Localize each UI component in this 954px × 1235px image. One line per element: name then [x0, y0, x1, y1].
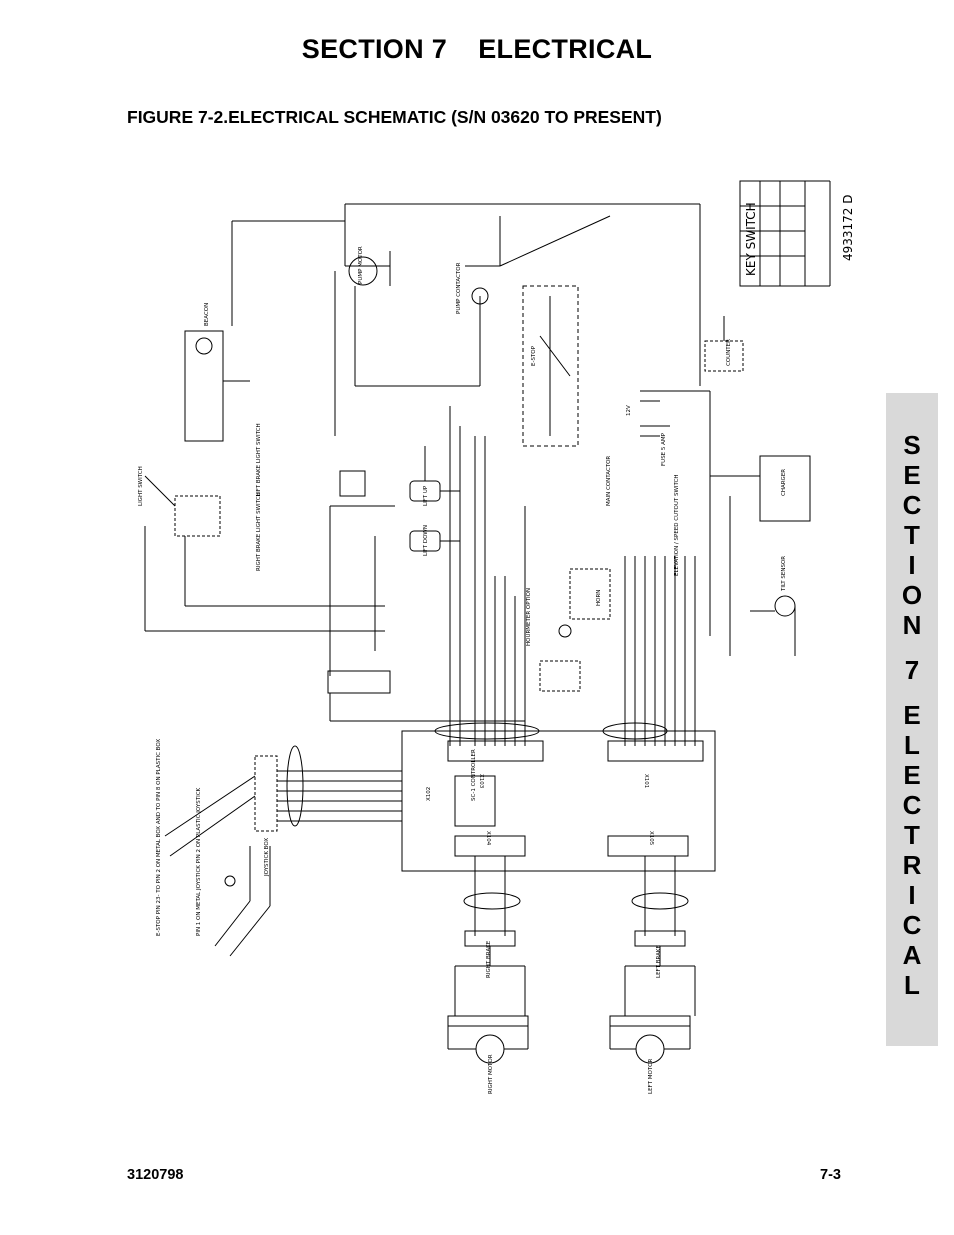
- key-switch-table: [739, 180, 831, 287]
- x103-label: X103: [478, 774, 484, 789]
- tab-letter: C: [902, 490, 922, 520]
- light-switch-label: LIGHT SWITCH: [138, 466, 144, 506]
- pin-note: PIN 1 ON METAL JOYSTICK PIN 2 ON PLASTIC…: [196, 787, 202, 936]
- tab-letter: E: [903, 700, 921, 730]
- tab-letter: A: [902, 940, 922, 970]
- pump-contactor-label: PUMP CONTACTOR: [456, 262, 462, 314]
- right-brake-label: RIGHT BRAKE: [486, 940, 492, 978]
- pump-motor-label: PUMP MOTOR: [358, 246, 364, 284]
- document-number: 3120798: [127, 1167, 184, 1183]
- lift-up-label: LIFT UP: [423, 485, 429, 506]
- horn-label: HORN: [596, 590, 602, 606]
- tab-letter: C: [902, 790, 922, 820]
- hourmeter-label: HOURMETER OPTION: [526, 588, 532, 646]
- joystick-label: JOYSTICK BOX: [264, 838, 270, 877]
- right-brake-switch-label: RIGHT BRAKE LIGHT SWITCH: [256, 492, 262, 571]
- x105-label: X105: [648, 831, 654, 846]
- left-brake-label: LEFT BRAKE: [656, 945, 662, 978]
- tab-letter: T: [904, 820, 920, 850]
- tab-letter: S: [903, 430, 921, 460]
- charger-label: CHARGER: [781, 469, 787, 496]
- drawing-number: 4933172 D: [841, 195, 855, 262]
- counter-label: COUNTER: [726, 339, 732, 366]
- beacon-label: BEACON: [204, 303, 210, 326]
- tab-letter: I: [908, 550, 916, 580]
- right-motor-label: RIGHT MOTOR: [488, 1054, 494, 1094]
- x102-label: X102: [426, 787, 432, 801]
- lift-down-label: LIFT DOWN: [423, 525, 429, 556]
- x101-label: X101: [643, 774, 649, 788]
- tab-letter: E: [903, 460, 921, 490]
- fuse-label: FUSE 5 AMP: [661, 432, 667, 466]
- x104-label: X104: [485, 831, 491, 846]
- estop-label: E-STOP: [531, 345, 537, 366]
- main-contactor-label: MAIN CONTACTOR: [606, 456, 612, 506]
- tab-letter: R: [902, 850, 922, 880]
- tab-letter: E: [903, 760, 921, 790]
- figure-title: FIGURE 7-2.ELECTRICAL SCHEMATIC (S/N 036…: [127, 107, 662, 127]
- tab-letter: N: [902, 610, 922, 640]
- tab-letter: C: [902, 910, 922, 940]
- lift-brake-switch-label: LIFT BRAKE LIGHT SWITCH: [256, 423, 262, 496]
- tilt-sensor-label: TILT SENSOR: [781, 556, 787, 592]
- page-number: 7-3: [820, 1167, 841, 1183]
- tab-letter: O: [901, 580, 923, 610]
- elevation-switch-label: ELEVATION / SPEED CUTOUT SWITCH: [674, 474, 680, 576]
- controller-label: SC-1 CONTROLLER: [471, 749, 477, 801]
- key-switch-title: KEY SWITCH: [744, 202, 758, 276]
- tab-letter: L: [904, 970, 920, 1000]
- battery-label: 12V: [626, 405, 632, 416]
- tab-letter: 7: [904, 655, 920, 685]
- wiring: [144, 203, 811, 1064]
- left-motor-label: LEFT MOTOR: [648, 1059, 654, 1094]
- tab-letter: T: [904, 520, 920, 550]
- joystick-note: E-STOP PIN 23- TO PIN 2 ON METAL BOX AND…: [156, 739, 162, 936]
- section-title: SECTION 7 ELECTRICAL: [301, 34, 653, 64]
- electrical-schematic: 4933172 D KEY SWITCH: [138, 180, 855, 1094]
- tab-letter: L: [904, 730, 920, 760]
- section-side-tab: S E C T I O N 7 E L E C T R I C A L: [886, 393, 938, 1046]
- tab-letter: I: [908, 880, 916, 910]
